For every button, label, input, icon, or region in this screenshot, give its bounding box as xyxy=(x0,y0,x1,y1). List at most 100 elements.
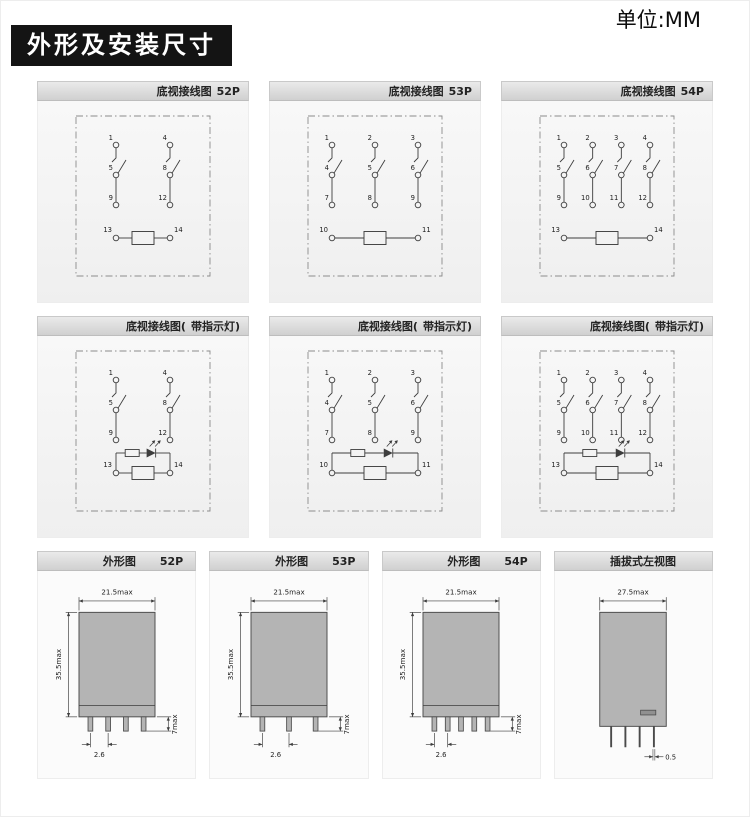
panel-title: 底视接线图( xyxy=(357,320,418,333)
svg-text:8: 8 xyxy=(368,194,372,202)
svg-text:4: 4 xyxy=(643,369,647,377)
svg-text:10: 10 xyxy=(319,461,328,469)
svg-text:10: 10 xyxy=(581,429,590,437)
panel-code: 54P xyxy=(504,554,528,568)
header-bar: 外形及安装尺寸 单位:MM xyxy=(1,1,749,81)
svg-text:7: 7 xyxy=(614,399,618,407)
svg-text:14: 14 xyxy=(654,226,663,234)
panel-outline-side-view: 插拔式左视图 27.5max 0.5 xyxy=(553,551,713,779)
svg-text:3: 3 xyxy=(614,134,618,142)
panel-header: 底视接线图 53P xyxy=(269,81,481,101)
svg-text:9: 9 xyxy=(557,194,561,202)
svg-text:2: 2 xyxy=(368,134,372,142)
svg-text:9: 9 xyxy=(109,194,113,202)
svg-text:7: 7 xyxy=(614,164,618,172)
svg-text:13: 13 xyxy=(103,226,112,234)
panel-title: 外形图 xyxy=(102,555,136,568)
svg-text:8: 8 xyxy=(163,164,167,172)
panel-header: 底视接线图 52P xyxy=(37,81,249,101)
panel-code: 带指示灯) xyxy=(654,320,704,333)
svg-text:7max: 7max xyxy=(514,714,523,734)
svg-text:14: 14 xyxy=(174,461,183,469)
panel-code: 54P xyxy=(680,84,704,98)
panel-title: 底视接线图 xyxy=(388,85,444,98)
svg-text:7: 7 xyxy=(325,194,329,202)
svg-text:2: 2 xyxy=(585,134,589,142)
svg-text:5: 5 xyxy=(368,399,372,407)
svg-text:3: 3 xyxy=(614,369,618,377)
panel-header: 底视接线图( 带指示灯) xyxy=(269,316,481,336)
svg-text:9: 9 xyxy=(109,429,113,437)
svg-text:2.6: 2.6 xyxy=(436,751,447,759)
panel-title: 底视接线图 xyxy=(620,85,676,98)
svg-text:5: 5 xyxy=(109,399,113,407)
svg-text:5: 5 xyxy=(368,164,372,172)
svg-text:8: 8 xyxy=(163,399,167,407)
svg-text:7: 7 xyxy=(325,429,329,437)
panel-title: 外形图 xyxy=(447,555,481,568)
svg-text:21.5max: 21.5max xyxy=(273,587,304,596)
page-title: 外形及安装尺寸 xyxy=(11,25,232,66)
svg-text:11: 11 xyxy=(610,194,619,202)
panel-header: 底视接线图( 带指示灯) xyxy=(37,316,249,336)
svg-text:6: 6 xyxy=(411,164,415,172)
svg-text:2.6: 2.6 xyxy=(93,751,104,759)
unit-label: 单位:MM xyxy=(615,8,701,32)
svg-text:0.5: 0.5 xyxy=(666,754,677,762)
svg-text:27.5max: 27.5max xyxy=(618,587,649,596)
panel-header: 底视接线图 54P xyxy=(501,81,713,101)
panel-header: 外形图 52P xyxy=(37,551,197,571)
panel-code: 52P xyxy=(159,554,184,568)
svg-text:6: 6 xyxy=(585,399,589,407)
svg-text:4: 4 xyxy=(643,134,647,142)
svg-text:7max: 7max xyxy=(169,714,178,734)
svg-text:2: 2 xyxy=(585,369,589,377)
svg-text:35.5max: 35.5max xyxy=(398,649,407,680)
svg-text:13: 13 xyxy=(551,461,560,469)
panel-code: 带指示灯) xyxy=(190,320,240,333)
svg-text:5: 5 xyxy=(557,399,561,407)
svg-text:4: 4 xyxy=(325,164,329,172)
panel-header: 底视接线图( 带指示灯) xyxy=(501,316,713,336)
svg-text:12: 12 xyxy=(158,194,167,202)
svg-text:11: 11 xyxy=(422,461,431,469)
svg-text:35.5max: 35.5max xyxy=(226,649,235,680)
svg-text:14: 14 xyxy=(174,226,183,234)
panel-code: 带指示灯) xyxy=(422,320,472,333)
svg-text:8: 8 xyxy=(643,164,647,172)
panel-header: 外形图 54P xyxy=(381,551,541,571)
svg-text:6: 6 xyxy=(585,164,589,172)
svg-text:21.5max: 21.5max xyxy=(101,587,132,596)
panel-title: 插拔式左视图 xyxy=(610,555,676,568)
svg-text:14: 14 xyxy=(654,461,663,469)
panel-code: 53P xyxy=(332,554,356,568)
svg-text:4: 4 xyxy=(163,134,167,142)
outline-row: 外形图 52P 21.5max 35.5max 7max 2.6 外形图 53P 21… xyxy=(37,551,713,779)
panel-header: 插拔式左视图 xyxy=(553,551,713,571)
svg-text:13: 13 xyxy=(551,226,560,234)
panel-code: 53P xyxy=(448,84,472,98)
svg-text:8: 8 xyxy=(368,429,372,437)
svg-text:7max: 7max xyxy=(342,714,351,734)
svg-text:5: 5 xyxy=(109,164,113,172)
svg-text:2.6: 2.6 xyxy=(270,751,281,759)
svg-text:4: 4 xyxy=(325,399,329,407)
